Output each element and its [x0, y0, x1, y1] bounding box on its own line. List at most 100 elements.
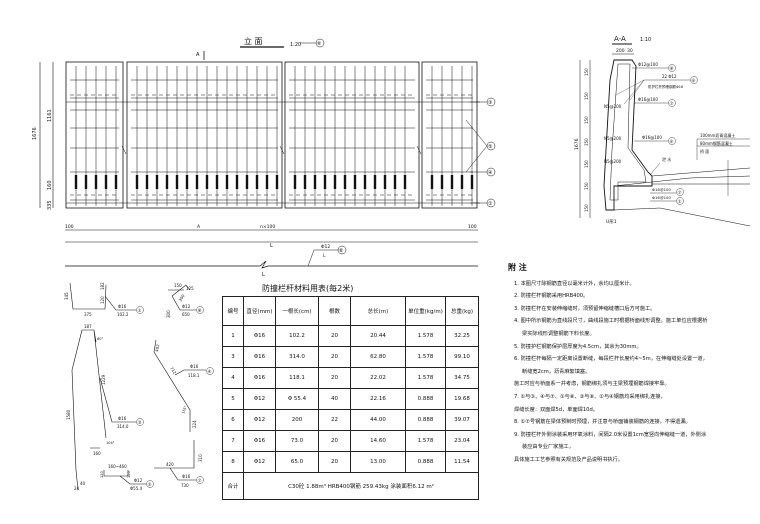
table-cell: 1 [222, 325, 244, 347]
bar1-len: 102.2 [117, 312, 129, 317]
table-cell: 14.60 [350, 430, 406, 452]
bar3-angle: 80° [97, 337, 103, 341]
stirrup-hatch [393, 175, 397, 189]
section-label: N5@200 [604, 104, 622, 109]
section-bottom-label: U形1 [606, 218, 617, 225]
bar4-angle: 155° [181, 405, 188, 415]
section-label: N5@200 [604, 159, 622, 164]
table-cell: 44.00 [350, 409, 406, 431]
header-total-weight: 总重(kg) [445, 296, 479, 326]
table-cell: 1.578 [405, 346, 446, 368]
table-cell: 65.0 [275, 451, 319, 473]
section-dim: 150 [584, 160, 589, 168]
section-callout: ⑥ [670, 139, 674, 145]
table-cell: 102.2 [275, 325, 319, 347]
notes-section: 附 注 1. 本图尺寸除钢筋直径以毫米计外，余均以厘米计。2. 防撞栏杆钢筋采用… [508, 262, 708, 467]
stirrup-hatch [265, 175, 269, 189]
table-cell: 1.578 [405, 430, 446, 452]
parapet-outline [603, 59, 653, 211]
section-mark-bottom: A [197, 224, 201, 230]
note-item: 4. 图中所示钢筋为直线段尺寸，曲线段施工时根据桥面线形调整，施工单位应根据桥梁… [514, 318, 708, 337]
rebar-outline [609, 63, 647, 201]
table-cell: 20 [318, 451, 351, 473]
section-dim-30: 30 [627, 48, 633, 54]
table-cell: 5 [222, 388, 244, 410]
table-cell: 99.10 [445, 346, 479, 368]
dim-L: L [270, 243, 273, 249]
table-cell: Φ 55.4 [275, 388, 319, 410]
stirrup-hatch [175, 175, 179, 189]
section-dim: 150 [584, 68, 589, 76]
stirrup-hatch [313, 175, 317, 189]
table-cell: 8 [222, 451, 244, 473]
bar3-dim: 1229 [101, 374, 106, 385]
bar4-dim: 712 [169, 366, 178, 376]
table-cell: 34.75 [445, 367, 479, 389]
bar4-callout: ④ [208, 369, 212, 375]
bar7-dim: 310 [198, 454, 203, 462]
table-cell: Φ16 [243, 325, 276, 347]
table-cell: 20 [318, 325, 351, 347]
section-total-dim: 1676 [574, 138, 580, 150]
table-cell: 1.578 [405, 367, 446, 389]
section-label: 100mm沥青混凝土 [700, 132, 735, 138]
table-cell: 22.16 [350, 388, 406, 410]
bar8-len: 650 [182, 312, 190, 317]
bar1-callout: ① [138, 308, 142, 314]
table-cell: 7 [222, 430, 244, 452]
bar6-leader [307, 249, 315, 267]
total-text: C30砼 1.88m³ HRB400钢筋 259.43kg 涂装面积6.12 m… [243, 472, 479, 500]
callout-1: ① [488, 201, 493, 207]
bar6-length: L [323, 253, 326, 259]
section-dim: 150 [584, 204, 589, 212]
bar1-dia: Φ16 [118, 304, 127, 309]
table-header-row: 编号 直径(mm) 一根长(cm) 根数 总长(m) 单位重(kg/m) 总重(… [222, 296, 479, 326]
bar5-dim: 160~460 [108, 464, 127, 469]
section-dim: 150 [584, 92, 589, 100]
header-no: 编号 [222, 296, 244, 326]
table-cell: 40 [318, 388, 351, 410]
stirrup-hatch [460, 175, 464, 189]
table-cell: 20 [318, 430, 351, 452]
elevation-scale: 1:20 [290, 42, 301, 48]
section-dim-200: 200 [616, 48, 625, 54]
table-cell: 20 [318, 367, 351, 389]
stirrup-hatch [245, 175, 249, 189]
section-callout: ⑦ [670, 101, 674, 107]
bar1-shape [69, 282, 136, 311]
note-item: 8. ①⑦号钢筋在梁体预制时预埋，并注意与桥面铺装钢筋的连接，不得遗漏。 [514, 419, 691, 426]
bar3-dia: Φ16 [118, 416, 127, 421]
note-item: 3. 防撞栏杆在安装伸缩缝时，须预留伸缩缝槽口后方可施工。 [514, 305, 656, 312]
bar3-dim: 187 [84, 324, 92, 329]
table-cell: 20 [318, 346, 351, 368]
table-cell: 6 [222, 409, 244, 431]
bar4-dia: Φ16 [190, 364, 199, 369]
header-unit-weight: 单位重(kg/m) [405, 296, 446, 326]
dim-left-1: 1161 [47, 109, 53, 122]
table-cell: 39.07 [445, 409, 479, 431]
bar7-len: 730 [181, 483, 189, 488]
header-count: 根数 [318, 296, 351, 326]
bar3-len: 314.0 [117, 424, 129, 429]
bar8-dim: 125 [186, 286, 194, 291]
table-cell: 11.54 [445, 451, 479, 473]
bar6-callout: ⑥ [339, 248, 344, 254]
elevation-view [65, 61, 480, 209]
stirrup-hatch [275, 175, 279, 189]
dim-left-3: 335 [47, 200, 53, 210]
stirrup-hatch [430, 175, 434, 189]
table-cell: 118.1 [275, 367, 319, 389]
table-title: 防撞栏杆材料用表(每2米) [262, 284, 354, 293]
bar6-shape [65, 260, 478, 269]
section-dim: 150 [584, 116, 589, 124]
table-cell: 0.888 [405, 388, 446, 410]
section-callout: ⑧ [670, 66, 674, 72]
section-label: N5@200 [604, 136, 622, 141]
stirrup-hatch [185, 175, 189, 189]
material-table: 编号 直径(mm) 一根长(cm) 根数 总长(m) 单位重(kg/m) 总重(… [222, 296, 479, 500]
table-cell: 314.0 [275, 346, 319, 368]
table-cell: 20.44 [350, 325, 406, 347]
stirrup-hatch [353, 175, 357, 189]
section-callout: ① [678, 199, 682, 205]
